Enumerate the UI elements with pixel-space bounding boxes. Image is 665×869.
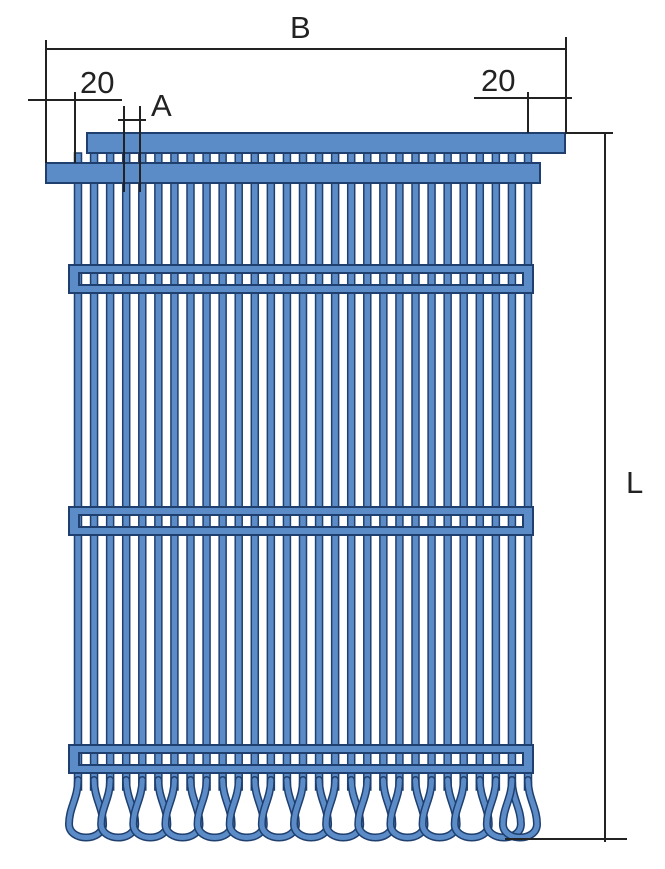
u-bend xyxy=(452,777,492,840)
tube xyxy=(154,152,163,791)
tube xyxy=(363,152,372,791)
tube xyxy=(379,152,388,791)
tube xyxy=(73,152,83,791)
tube xyxy=(218,152,227,791)
tube xyxy=(507,152,517,791)
tube xyxy=(138,152,147,791)
tube xyxy=(330,152,340,791)
u-bend xyxy=(323,777,363,840)
u-bend xyxy=(355,777,395,840)
u-bend xyxy=(259,777,299,840)
tube xyxy=(523,152,533,791)
support-bar xyxy=(68,506,534,536)
tube xyxy=(282,152,292,791)
u-bend xyxy=(66,777,106,840)
tube xyxy=(427,152,436,791)
u-bend xyxy=(291,777,331,840)
u-bend xyxy=(195,777,235,840)
top-header-bar-back xyxy=(86,132,566,154)
tube xyxy=(443,152,452,791)
support-bar-group xyxy=(68,264,534,774)
u-bend xyxy=(162,777,203,840)
u-bend xyxy=(98,777,138,840)
tube xyxy=(266,152,276,791)
tube xyxy=(346,152,356,791)
tube xyxy=(121,152,131,791)
u-bend-group xyxy=(64,776,542,842)
dimension-lines xyxy=(28,37,627,842)
dim-left20-label: 20 xyxy=(80,65,114,100)
support-bar xyxy=(68,264,534,294)
u-bend xyxy=(387,777,428,840)
tube xyxy=(170,152,179,791)
tube xyxy=(314,152,324,791)
tube-group xyxy=(73,152,533,791)
tube xyxy=(89,152,99,791)
tube xyxy=(234,152,243,791)
tube xyxy=(250,152,260,791)
tube xyxy=(459,152,468,791)
tube xyxy=(395,152,404,791)
u-bend xyxy=(227,777,267,840)
tube xyxy=(186,152,195,791)
dim-right20-label: 20 xyxy=(481,63,515,98)
tube xyxy=(491,152,501,791)
dim-a-label: A xyxy=(151,88,172,123)
tube xyxy=(411,152,420,791)
u-bend xyxy=(500,777,540,840)
tube xyxy=(298,152,308,791)
dim-l-label: L xyxy=(626,465,643,500)
u-bend xyxy=(130,777,170,840)
tube xyxy=(202,152,211,791)
tube xyxy=(105,152,115,791)
dim-b-label: B xyxy=(290,10,311,45)
support-bar xyxy=(68,744,534,774)
tube xyxy=(475,152,485,791)
u-bend xyxy=(484,777,524,840)
top-header-bar-front xyxy=(45,162,541,184)
u-bend xyxy=(420,777,460,840)
